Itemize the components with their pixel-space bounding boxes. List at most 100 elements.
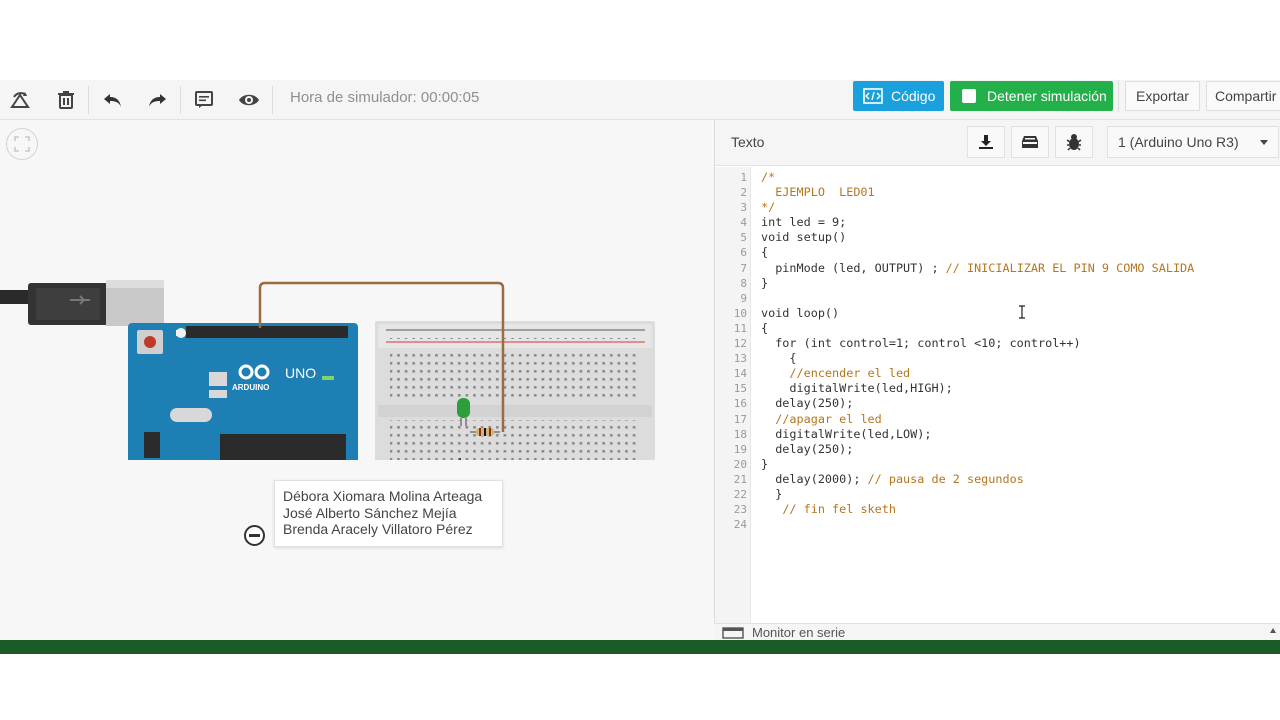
- stop-button-label: Detener simulación: [987, 88, 1107, 104]
- green-led[interactable]: [457, 398, 470, 426]
- code-line: 20}: [715, 457, 1280, 472]
- bug-icon[interactable]: [1055, 126, 1093, 158]
- code-text: {: [761, 320, 769, 335]
- code-text: {: [761, 351, 797, 366]
- code-line: 12 for (int control=1; control <10; cont…: [715, 336, 1280, 351]
- line-number: 24: [733, 518, 747, 532]
- line-number: 18: [733, 427, 747, 441]
- undo-icon[interactable]: [98, 86, 128, 114]
- editor-mode-label[interactable]: Texto: [731, 134, 765, 150]
- team-note[interactable]: Débora Xiomara Molina Arteaga José Alber…: [274, 480, 503, 547]
- serial-monitor-label: Monitor en serie: [752, 625, 846, 640]
- code-line: 16 delay(250);: [715, 396, 1280, 411]
- brown-wire[interactable]: [258, 281, 505, 432]
- code-text: }: [761, 275, 769, 290]
- arduino-board[interactable]: ARDUINO UNO: [120, 323, 358, 460]
- code-line: 2 EJEMPLO LED01: [715, 185, 1280, 200]
- line-number: 19: [733, 442, 747, 456]
- code-text: digitalWrite(led,HIGH);: [761, 381, 953, 396]
- line-number: 10: [733, 306, 747, 320]
- code-line: 10 void loop(): [715, 306, 1280, 321]
- code-text: delay(250);: [761, 396, 854, 411]
- code-line: 24: [715, 517, 1280, 532]
- code-line: 17 //apagar el led: [715, 412, 1280, 427]
- export-button[interactable]: Exportar: [1125, 81, 1200, 111]
- code-line: 23 // fin fel sketh: [715, 502, 1280, 517]
- rotate-icon[interactable]: [6, 86, 36, 114]
- serial-monitor-bar[interactable]: Monitor en serie: [714, 623, 1280, 640]
- circuit-canvas[interactable]: ARDUINO UNO: [0, 120, 714, 640]
- line-number: 8: [740, 276, 747, 290]
- note-line: José Alberto Sánchez Mejía: [283, 504, 457, 521]
- code-line: 5 void setup(): [715, 230, 1280, 245]
- line-number: 3: [740, 201, 747, 215]
- circuit-drawing: ARDUINO UNO: [0, 280, 655, 460]
- code-text: }: [761, 456, 769, 471]
- code-line: 22 }: [715, 487, 1280, 502]
- toolbar-divider: [180, 86, 181, 114]
- code-button-label: Código: [891, 88, 936, 104]
- line-number: 23: [733, 503, 747, 517]
- toolbar-divider: [272, 86, 273, 114]
- line-number: 11: [733, 321, 747, 335]
- library-icon[interactable]: [1011, 126, 1049, 158]
- chevron-down-icon: [1260, 140, 1268, 145]
- line-number: 20: [733, 457, 747, 471]
- line-number: 7: [740, 261, 747, 275]
- line-number: 13: [733, 352, 747, 366]
- code-line: 18 digitalWrite(led,LOW);: [715, 427, 1280, 442]
- note-line: Brenda Aracely Villatoro Pérez: [283, 521, 473, 537]
- eye-icon[interactable]: [234, 86, 264, 114]
- status-bar: [0, 640, 1280, 654]
- code-button[interactable]: Código: [853, 81, 944, 111]
- code-line: 7 pinMode (led, OUTPUT) ; // INICIALIZAR…: [715, 261, 1280, 276]
- code-editor-panel: Texto 1 (Arduino Uno R3) 1 /*2 EJEMPLO LE…: [714, 120, 1280, 640]
- line-number: 16: [733, 397, 747, 411]
- resistor[interactable]: [470, 428, 500, 436]
- notes-icon[interactable]: [189, 86, 219, 114]
- line-number: 1: [740, 171, 747, 184]
- code-text: /*: [761, 170, 776, 184]
- trash-icon[interactable]: [51, 86, 81, 114]
- line-number: 2: [740, 186, 747, 200]
- code-text: int led = 9;: [761, 215, 847, 230]
- device-select[interactable]: 1 (Arduino Uno R3): [1107, 126, 1279, 158]
- line-number: 4: [740, 216, 747, 230]
- code-line: 13 {: [715, 351, 1280, 366]
- text-cursor-icon: [1019, 305, 1025, 319]
- line-number: 15: [733, 382, 747, 396]
- line-number: 5: [740, 231, 747, 245]
- code-text: digitalWrite(led,LOW);: [761, 426, 932, 441]
- breadboard[interactable]: [375, 321, 655, 460]
- redo-icon[interactable]: [142, 86, 172, 114]
- code-text: void setup(): [761, 230, 847, 245]
- code-line: 19 delay(250);: [715, 442, 1280, 457]
- line-number: 22: [733, 487, 747, 501]
- code-text: delay(250);: [761, 441, 854, 456]
- code-text: }: [761, 486, 783, 501]
- code-line: 8}: [715, 276, 1280, 291]
- serial-monitor-icon: [722, 627, 744, 639]
- stop-simulation-button[interactable]: Detener simulación: [950, 81, 1113, 111]
- board-brand: ARDUINO: [232, 383, 269, 392]
- code-line: 4 int led = 9;: [715, 215, 1280, 230]
- zoom-to-fit-icon[interactable]: [6, 128, 38, 160]
- code-text: //apagar el led: [775, 411, 882, 426]
- code-icon: [863, 88, 883, 104]
- code-panel-header: Texto 1 (Arduino Uno R3): [715, 120, 1280, 166]
- app-window: Hora de simulador: 00:00:05 Código Deten…: [0, 80, 1280, 654]
- code-line: 1 /*: [715, 170, 1280, 185]
- code-line: 3*/: [715, 200, 1280, 215]
- code-text: pinMode (led, OUTPUT) ; // INICIALIZAR E…: [761, 260, 1195, 275]
- note-line: Débora Xiomara Molina Arteaga: [283, 488, 483, 504]
- code-text: void loop(): [761, 305, 840, 320]
- share-button[interactable]: Compartir: [1206, 81, 1280, 111]
- line-number: 6: [740, 246, 747, 260]
- collapse-note-icon[interactable]: [244, 525, 265, 546]
- download-icon[interactable]: [967, 126, 1005, 158]
- device-select-value: 1 (Arduino Uno R3): [1118, 134, 1239, 150]
- code-line: 21 delay(2000); // pausa de 2 segundos: [715, 472, 1280, 487]
- code-line: 14 //encender el led: [715, 366, 1280, 381]
- usb-cable: [0, 280, 164, 326]
